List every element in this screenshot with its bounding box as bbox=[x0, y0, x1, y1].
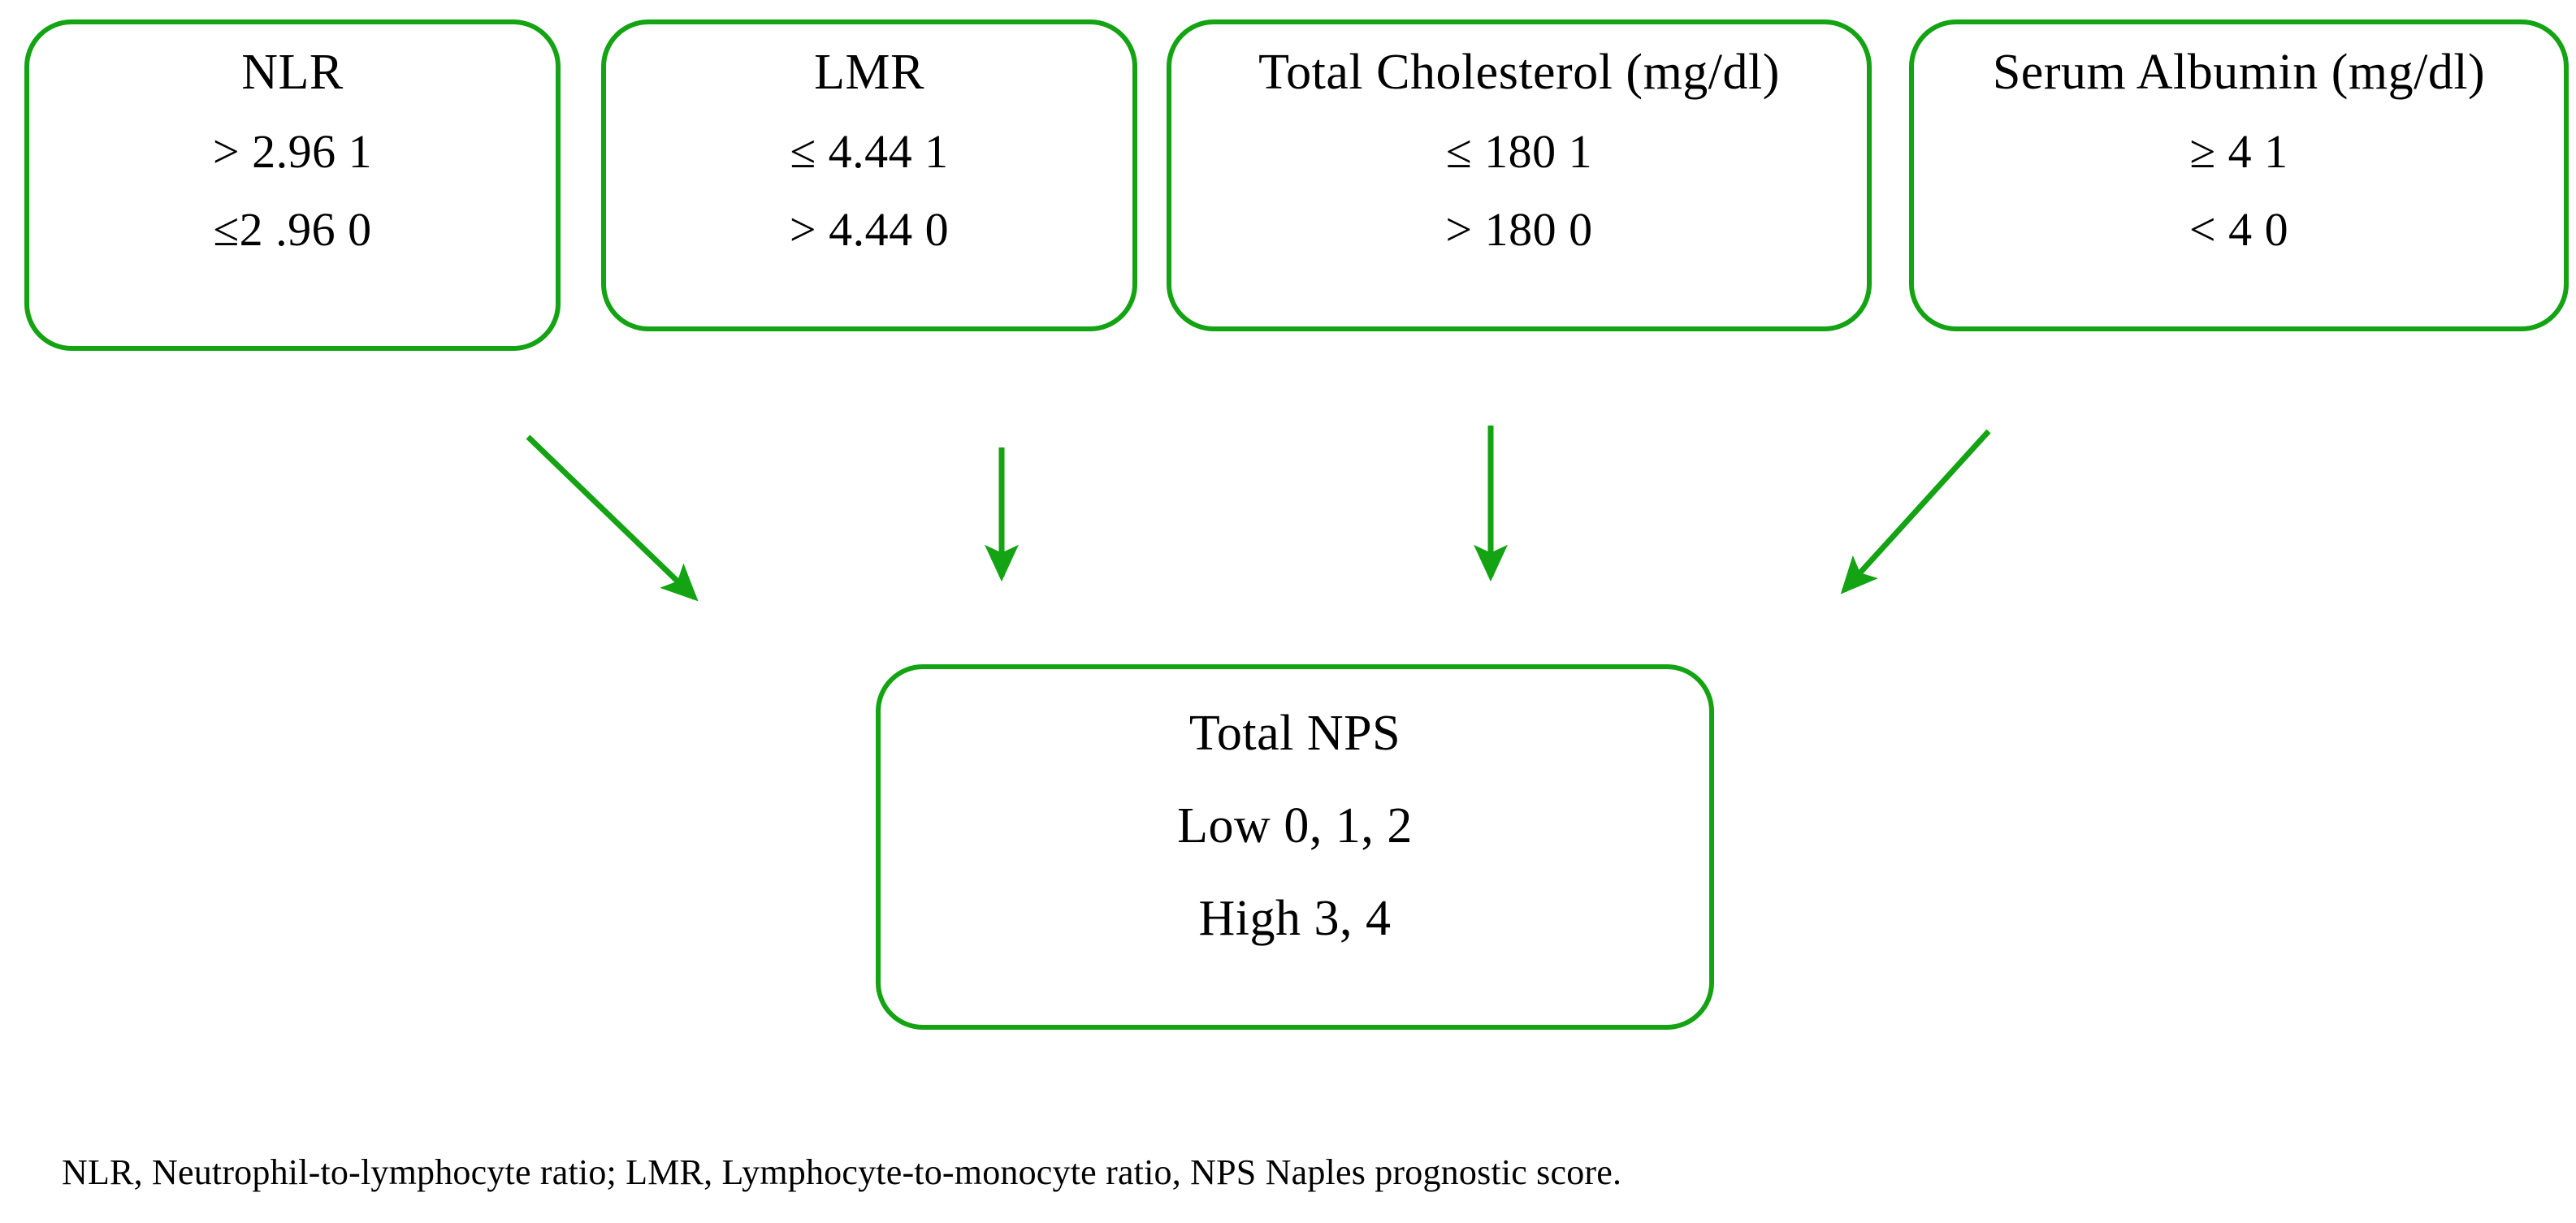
criterion-box-lmr: LMR ≤ 4.44 1 > 4.44 0 bbox=[601, 19, 1137, 331]
criterion-box-nlr: NLR > 2.96 1 ≤2 .96 0 bbox=[24, 19, 561, 351]
criterion-title: Serum Albumin (mg/dl) bbox=[1992, 45, 2486, 100]
arrow-alb-to-total bbox=[1840, 429, 1991, 594]
criterion-row: > 180 0 bbox=[1445, 203, 1593, 256]
total-nps-box: Total NPS Low 0, 1, 2 High 3, 4 bbox=[876, 664, 1714, 1030]
figure-caption: NLR, Neutrophil-to-lymphocyte ratio; LMR… bbox=[62, 1152, 1622, 1192]
criterion-row: > 4.44 0 bbox=[789, 203, 950, 256]
criterion-row: > 2.96 1 bbox=[212, 125, 373, 178]
total-nps-title: Total NPS bbox=[1188, 706, 1401, 761]
criterion-title: Total Cholesterol (mg/dl) bbox=[1258, 45, 1780, 100]
criterion-title: NLR bbox=[241, 45, 344, 100]
criterion-row: < 4 0 bbox=[2189, 203, 2289, 256]
total-nps-row-high: High 3, 4 bbox=[1198, 891, 1392, 946]
criterion-box-serum-albumin: Serum Albumin (mg/dl) ≥ 4 1 < 4 0 bbox=[1909, 19, 2569, 331]
criterion-row: ≥ 4 1 bbox=[2189, 125, 2288, 178]
criterion-row: ≤2 .96 0 bbox=[213, 203, 372, 256]
total-nps-row-low: Low 0, 1, 2 bbox=[1177, 798, 1413, 854]
criterion-row: ≤ 180 1 bbox=[1445, 125, 1593, 178]
criterion-box-total-cholesterol: Total Cholesterol (mg/dl) ≤ 180 1 > 180 … bbox=[1167, 19, 1872, 331]
arrow-nlr-to-total bbox=[526, 434, 699, 602]
criterion-row: ≤ 4.44 1 bbox=[790, 125, 949, 178]
criterion-title: LMR bbox=[814, 45, 924, 100]
